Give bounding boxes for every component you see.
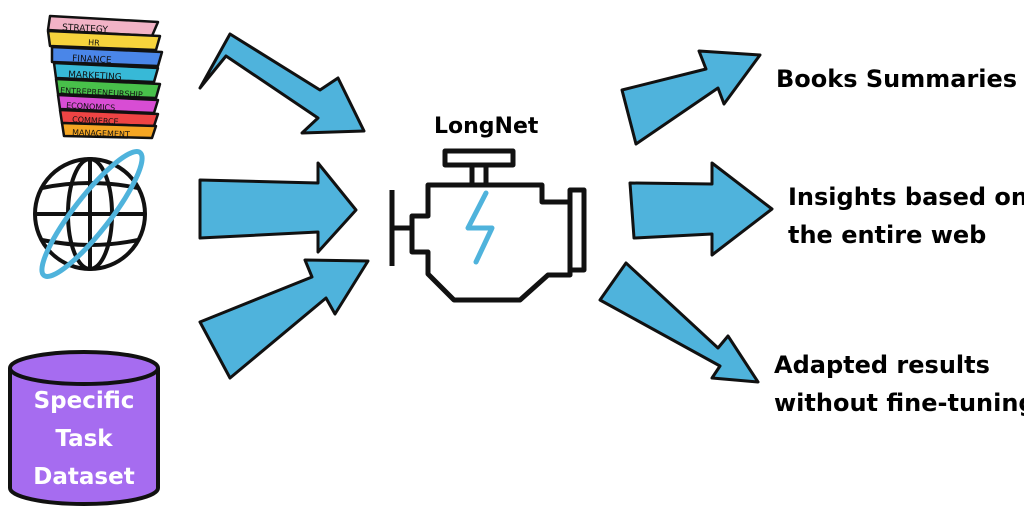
output-arrows [598,49,774,384]
book-spine-label: ECONOMICS [66,101,116,113]
book-spine-label: FINANCE [72,54,112,66]
output-label-line: the entire web [788,221,987,249]
output-label-adapted: Adapted results without fine-tuning [774,346,1024,422]
book-hr: HR [46,29,162,52]
globe-icon [33,157,147,271]
dataset-label: Specific Task Dataset [10,382,158,496]
arrow-engine-to-insights [628,161,774,257]
output-label-line: without fine-tuning [774,389,1024,417]
book-management: MANAGEMENT [60,121,158,140]
output-label-line: Insights based on [788,183,1024,211]
arrow-engine-to-summaries [620,49,762,146]
lightning-bolt-icon [465,190,495,265]
engine-icon [389,148,587,303]
arrow-dataset-to-engine [198,258,370,380]
book-spine-label: MANAGEMENT [72,128,130,139]
dataset-label-line: Dataset [33,464,135,490]
dataset-label-line: Specific [33,388,135,414]
book-spine-label: COMMERCE [72,115,119,126]
arrow-engine-to-adapted [598,261,760,384]
dataset-database-icon [8,350,160,506]
input-arrows [198,32,370,380]
book-spine-label: HR [88,38,100,48]
arrow-web-to-engine [198,161,358,254]
book-finance: FINANCE [50,45,164,68]
engine-label: LongNet [434,114,539,139]
dataset-label-line: Task [55,426,113,452]
output-label-line: Adapted results [774,351,990,379]
output-label-line: Books Summaries [776,65,1018,93]
orbit-ring-icon [39,149,145,279]
output-label-summaries: Books Summaries [776,60,1017,98]
output-label-insights: Insights based on the entire web [788,178,1024,254]
arrow-books-to-engine [198,32,366,135]
books-stack-icon: STRATEGY HR FINANCE MARKETING ENTREPRENE… [46,14,164,140]
